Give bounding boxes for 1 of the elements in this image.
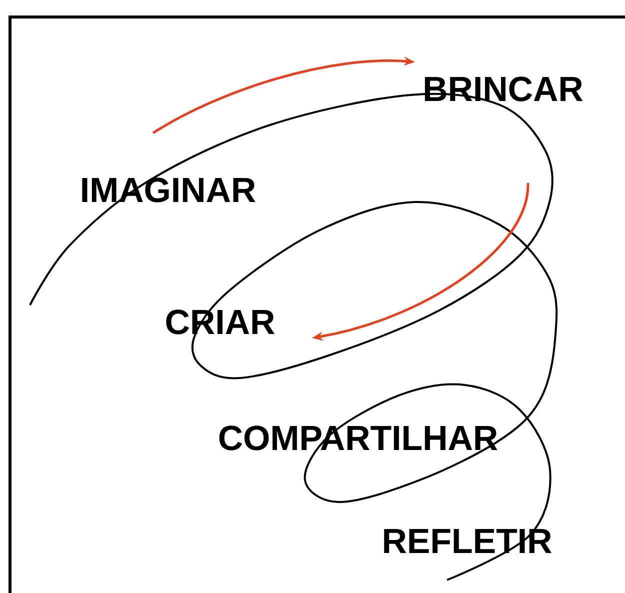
step-label: BRINCAR bbox=[424, 76, 583, 102]
